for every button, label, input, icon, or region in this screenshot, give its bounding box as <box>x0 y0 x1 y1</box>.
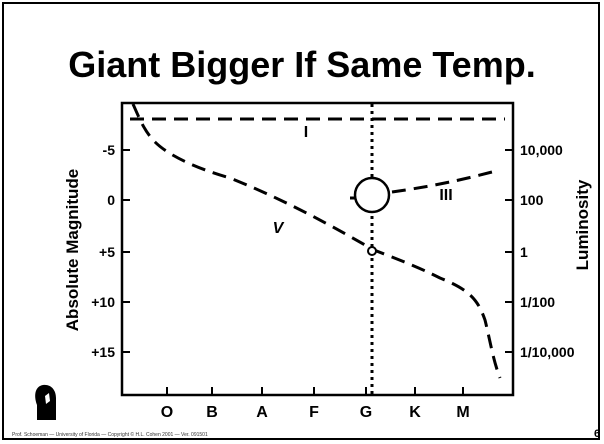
spectral-class-label: A <box>256 404 268 421</box>
luminosity-tick-label: 1/100 <box>520 294 555 310</box>
giant-label: III <box>439 187 452 204</box>
slide-title: Giant Bigger If Same Temp. <box>68 44 536 85</box>
spectral-class-label: O <box>161 404 173 421</box>
plot-frame <box>120 101 515 397</box>
luminosity-tick-label: 100 <box>520 192 544 208</box>
spectral-tick-marks <box>166 387 464 395</box>
main-sequence-label: V <box>273 220 285 237</box>
giant-branch-line <box>391 170 493 194</box>
spectral-class-label: M <box>456 404 469 421</box>
luminosity-tick-label: 10,000 <box>520 142 563 158</box>
luminosity-tick-label: 1/10,000 <box>520 344 575 360</box>
magnitude-tick-label: +5 <box>99 244 115 260</box>
magnitude-tick-label: +10 <box>91 294 115 310</box>
supergiant-label: I <box>304 124 308 141</box>
slide-footer: Prof. Schoeman — University of Florida —… <box>12 432 208 438</box>
page-number: 6 <box>594 428 601 440</box>
right-axis-title: Luminosity <box>573 179 592 270</box>
magnitude-tick-label: -5 <box>103 142 116 158</box>
magnitude-tick-label: 0 <box>107 192 115 208</box>
luminosity-tick-marks <box>505 149 513 353</box>
main-sequence-line <box>131 103 502 379</box>
university-logo <box>35 384 56 420</box>
slide-frame <box>2 2 600 440</box>
spectral-class-label: B <box>206 404 218 421</box>
spectral-class-label: F <box>309 404 319 421</box>
left-axis-title: Absolute Magnitude <box>63 169 82 331</box>
spectral-class-label: G <box>360 404 372 421</box>
magnitude-tick-marks <box>122 149 130 353</box>
magnitude-tick-label: +15 <box>91 344 115 360</box>
spectral-class-label: K <box>409 404 421 421</box>
main-sequence-star-circle <box>367 246 377 256</box>
giant-star-circle <box>353 176 391 214</box>
luminosity-tick-label: 1 <box>520 244 528 260</box>
